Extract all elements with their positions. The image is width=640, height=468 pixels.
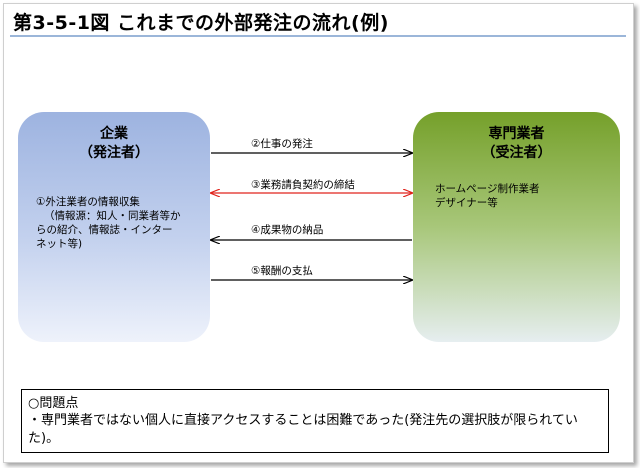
vendor-note: ホームページ制作業者 デザイナー等 [435, 182, 539, 210]
figure-title: 第3-5-1図 これまでの外部発注の流れ(例) [13, 12, 389, 34]
issues-text: ・専門業者ではない個人に直接アクセスすることは困難であった(発注先の選択肢が限ら… [28, 413, 578, 446]
issues-heading: ○問題点 [28, 396, 79, 411]
client-note-line-3: らの紹介、情報誌・インター [36, 224, 173, 236]
flow-label-delivery: ④成果物の納品 [251, 224, 324, 236]
client-note-line-4: ネット等) [36, 238, 83, 250]
vendor-heading: 専門業者 （受注者） [413, 125, 620, 163]
vendor-note-line-1: ホームページ制作業者 [435, 183, 540, 195]
client-note: ①外注業者の情報収集 （情報源：知人・同業者等か らの紹介、情報誌・インター ネ… [36, 195, 211, 251]
client-role: （発注者） [79, 145, 149, 161]
vendor-box: 専門業者 （受注者） ホームページ制作業者 デザイナー等 [413, 112, 620, 342]
vendor-note-line-2: デザイナー等 [435, 197, 498, 209]
client-name: 企業 [100, 126, 128, 142]
title-underline [10, 35, 626, 37]
flow-label-order: ②仕事の発注 [251, 138, 313, 150]
issues-box: ○問題点 ・専門業者ではない個人に直接アクセスすることは困難であった(発注先の選… [21, 389, 609, 453]
client-heading: 企業 （発注者） [18, 125, 210, 163]
client-box: 企業 （発注者） ①外注業者の情報収集 （情報源：知人・同業者等か らの紹介、情… [18, 112, 210, 342]
flow-label-contract: ③業務請負契約の締結 [251, 179, 355, 191]
client-note-line-2: （情報源：知人・同業者等か [44, 210, 181, 222]
vendor-role: （受注者） [481, 145, 552, 161]
flow-label-payment: ⑤報酬の支払 [251, 265, 313, 277]
client-note-line-1: ①外注業者の情報収集 [36, 196, 140, 208]
vendor-name: 専門業者 [488, 126, 545, 142]
